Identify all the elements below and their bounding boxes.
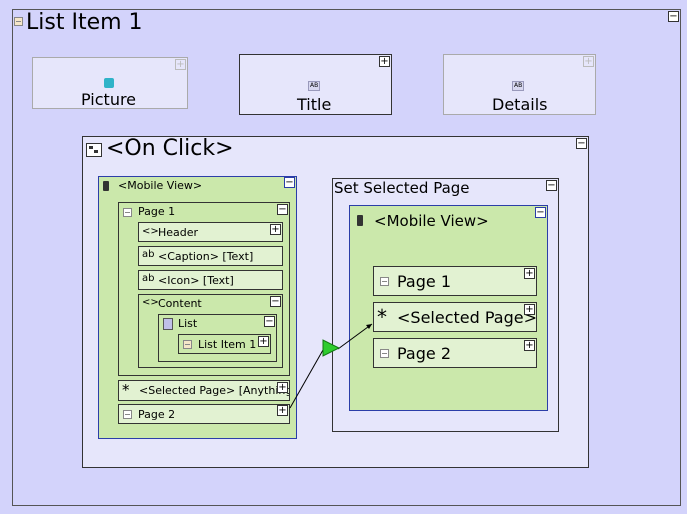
details-label: Details [492,95,548,114]
picture-expand-button[interactable]: + [175,59,186,70]
action-flow-triangle[interactable] [322,339,341,357]
icon-item[interactable]: ab <Icon> [Text] [138,270,283,290]
list-item-title: List Item 1 [26,10,143,35]
selected-page-expand-button[interactable]: + [277,382,288,393]
inner-list-item-expand-button[interactable]: + [258,336,269,347]
caption-item[interactable]: ab <Caption> [Text] [138,246,283,266]
content-collapse-button[interactable]: − [270,296,281,307]
set-selected-page-collapse-button[interactable]: − [546,180,557,191]
list-label: List [178,317,198,330]
list-item-icon [14,17,23,26]
list-icon [163,318,173,330]
page1-right-expand-button[interactable]: + [524,268,535,279]
details-field[interactable]: AB Details + [443,54,596,115]
asterisk-icon: * [122,381,130,399]
header-expand-button[interactable]: + [270,224,281,235]
page2-right[interactable]: Page 2 + [373,338,537,368]
mobile-icon [357,215,363,226]
details-expand-button[interactable]: + [583,56,594,67]
list-collapse-button[interactable]: − [264,316,275,327]
selected-page-left[interactable]: * <Selected Page> [Anything] + [118,380,290,401]
selected-page-right[interactable]: * <Selected Page> + [373,302,537,332]
action-icon [86,143,102,157]
page-icon [380,349,389,358]
set-selected-page-title: Set Selected Page [334,179,470,197]
on-click-title: <On Click> [106,136,234,161]
collapse-button[interactable]: − [668,11,679,22]
page2-right-expand-button[interactable]: + [524,340,535,351]
list-item-icon [183,340,192,349]
selected-page-right-expand-button[interactable]: + [524,304,535,315]
on-click-collapse-button[interactable]: − [576,138,587,149]
page2-expand-button[interactable]: + [277,405,288,416]
code-icon: <> [142,297,159,308]
page2-left[interactable]: Page 2 + [118,404,290,424]
inner-list-item[interactable]: List Item 1 + [178,334,271,354]
mobile-view-collapse-button[interactable]: − [284,177,295,188]
picture-icon [104,78,114,88]
page-icon [123,208,132,217]
page2-label: Page 2 [138,408,176,421]
caption-label: <Caption> [Text] [158,250,254,263]
selected-page-label: <Selected Page> [Anything] [139,384,290,397]
content-label: Content [158,297,202,310]
selected-page-right-label: <Selected Page> [397,308,537,327]
code-icon: <> [142,226,159,237]
inner-list-item-label: List Item 1 [198,338,257,351]
title-label: Title [297,95,332,114]
page-icon [380,277,389,286]
header-item[interactable]: <> Header + [138,222,283,242]
picture-field[interactable]: Picture + [32,57,188,109]
title-field[interactable]: AB Title + [239,54,392,115]
mobile-view-right-title: <Mobile View> [374,212,489,230]
icon-label: <Icon> [Text] [158,274,234,287]
text-field-icon: AB [308,81,321,91]
header-label: Header [158,226,199,239]
mobile-icon [103,181,109,191]
page-icon [123,410,132,419]
picture-label: Picture [81,90,137,109]
asterisk-icon: * [377,305,387,329]
text-icon: ab [142,249,155,260]
page1-collapse-button[interactable]: − [277,204,288,215]
page2-right-label: Page 2 [397,344,451,363]
text-field-icon: AB [512,81,525,91]
page1-right[interactable]: Page 1 + [373,266,537,296]
page1-title: Page 1 [138,205,176,218]
title-expand-button[interactable]: + [379,56,390,67]
page1-right-label: Page 1 [397,272,451,291]
mobile-view-right-collapse-button[interactable]: − [535,207,546,218]
mobile-view-title: <Mobile View> [118,179,203,192]
text-icon: ab [142,273,155,284]
